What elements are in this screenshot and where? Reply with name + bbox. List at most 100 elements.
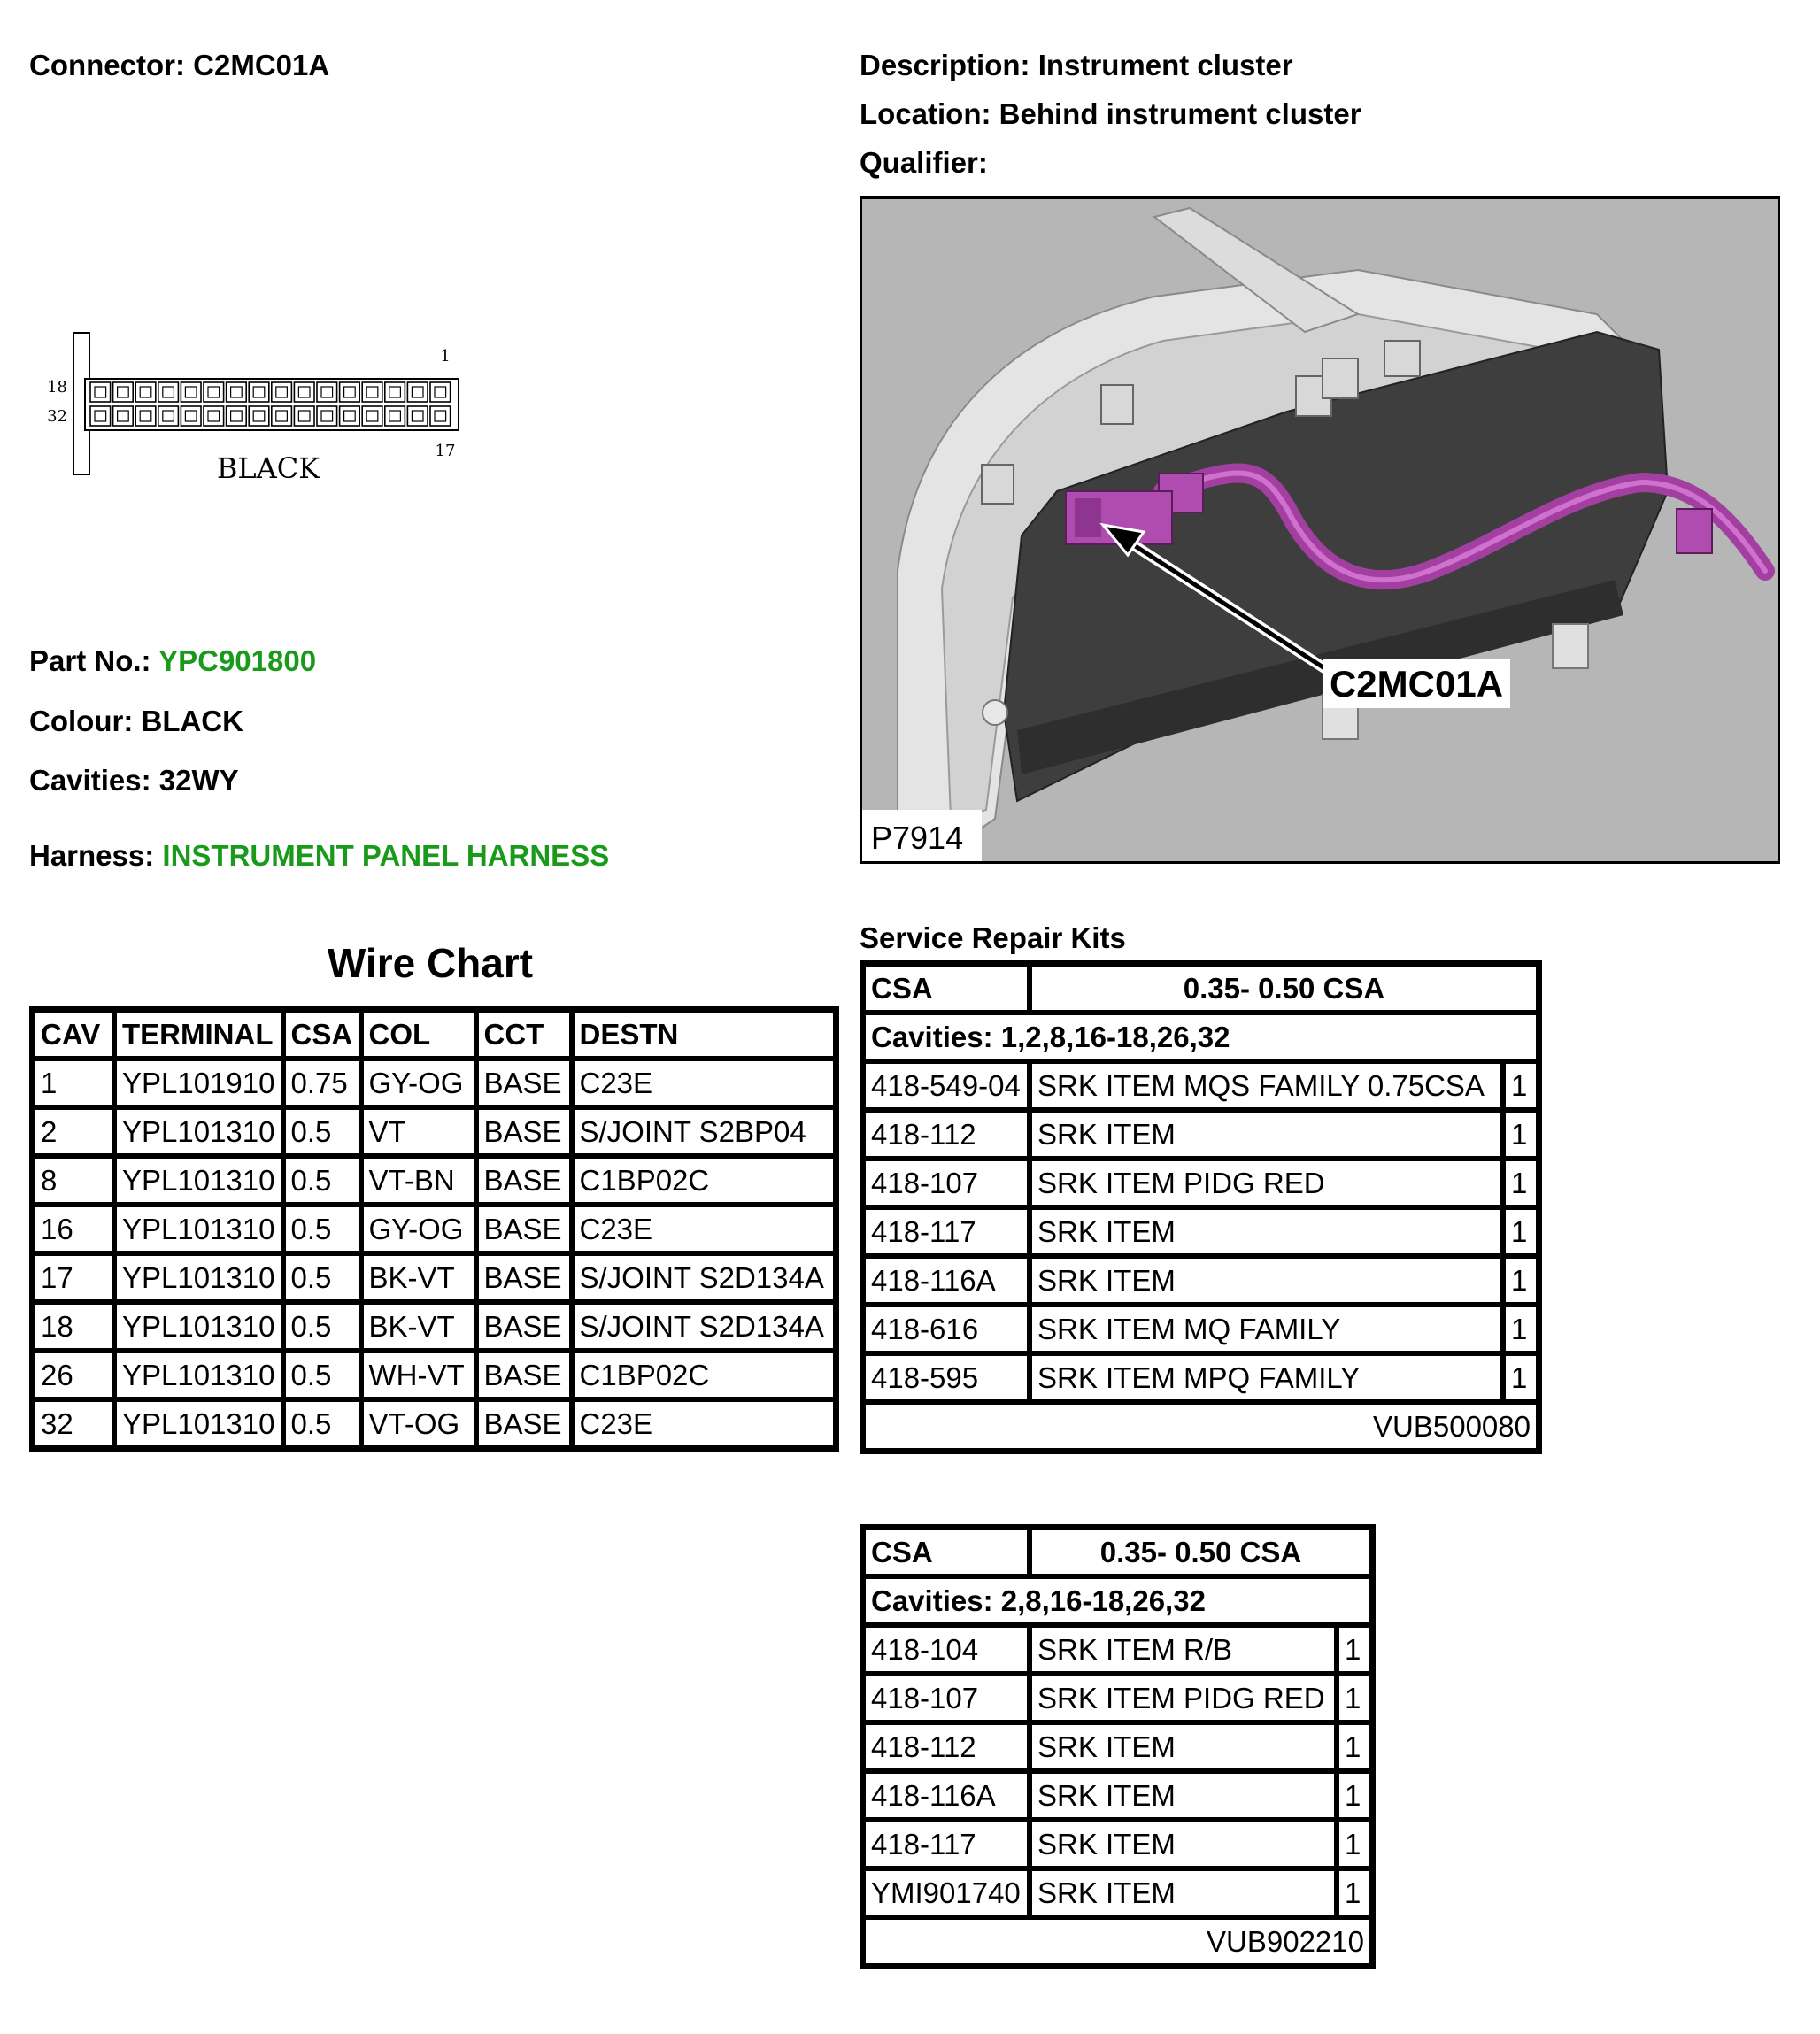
wire-chart-cell: 0.5 bbox=[282, 1351, 361, 1399]
description-line: Description: Instrument cluster bbox=[860, 48, 1293, 83]
wire-chart-header-cell: COL bbox=[360, 1010, 476, 1059]
kit-part-number: 418-616 bbox=[863, 1305, 1030, 1353]
part-no-label: Part No.: bbox=[29, 644, 151, 677]
connector-cavity-terminal bbox=[389, 386, 401, 398]
connector-cavity-terminal bbox=[184, 410, 197, 422]
location-line: Location: Behind instrument cluster bbox=[860, 96, 1361, 132]
wire-chart-cell: VT bbox=[360, 1107, 476, 1156]
kit-item-description: SRK ITEM R/B bbox=[1030, 1625, 1337, 1674]
kit-item-qty: 1 bbox=[1503, 1353, 1539, 1402]
connector-cavity bbox=[293, 381, 315, 403]
kit-footer-code: VUB500080 bbox=[863, 1402, 1539, 1451]
kit-footer-row: VUB902210 bbox=[863, 1917, 1372, 1966]
wire-chart-cell: 1 bbox=[33, 1059, 114, 1107]
connector-cavity-terminal bbox=[252, 410, 266, 422]
connector-cavity bbox=[361, 405, 383, 427]
kit-item-description: SRK ITEM bbox=[1030, 1256, 1503, 1305]
connector-cavity-terminal bbox=[207, 386, 220, 398]
kit-cavities: Cavities: 1,2,8,16-18,26,32 bbox=[863, 1013, 1539, 1061]
connector-cavity-terminal bbox=[275, 410, 288, 422]
wire-chart-cell: 0.5 bbox=[282, 1205, 361, 1253]
kit-part-number: 418-117 bbox=[863, 1820, 1030, 1868]
pin-label-17: 17 bbox=[436, 442, 456, 460]
connector-cavity-terminal bbox=[411, 410, 424, 422]
connector-cavity bbox=[406, 405, 428, 427]
kit-cavities-row: Cavities: 1,2,8,16-18,26,32 bbox=[863, 1013, 1539, 1061]
connector-heading: Connector: C2MC01A bbox=[29, 48, 329, 83]
connector-cavity bbox=[429, 405, 451, 427]
connector-cavity bbox=[248, 405, 270, 427]
wire-chart-cell: YPL101310 bbox=[114, 1205, 283, 1253]
diagram-colour-text: BLACK bbox=[217, 451, 320, 485]
kit-item-description: SRK ITEM MQ FAMILY bbox=[1030, 1305, 1503, 1353]
wire-chart-cell: YPL101310 bbox=[114, 1399, 283, 1448]
connector-cavity-terminal bbox=[434, 386, 447, 398]
wire-chart-title: Wire Chart bbox=[327, 940, 534, 986]
wire-chart-cell: BASE bbox=[475, 1205, 572, 1253]
wire-chart-cell: C23E bbox=[571, 1205, 836, 1253]
wire-chart-cell: BASE bbox=[475, 1302, 572, 1351]
wire-chart-cell: 0.75 bbox=[282, 1059, 361, 1107]
kit-footer-code: VUB902210 bbox=[863, 1917, 1372, 1966]
part-no-link[interactable]: YPC901800 bbox=[158, 644, 317, 677]
connector-cavity bbox=[293, 405, 315, 427]
description-value: Instrument cluster bbox=[1037, 49, 1293, 81]
wire-chart-cell: GY-OG bbox=[360, 1205, 476, 1253]
kit-item-qty: 1 bbox=[1503, 1061, 1539, 1110]
wire-chart-cell: S/JOINT S2D134A bbox=[571, 1302, 836, 1351]
cavities-label: Cavities: bbox=[29, 764, 151, 797]
kit-item-description: SRK ITEM PIDG RED bbox=[1030, 1159, 1503, 1207]
connector-cavity-terminal bbox=[275, 386, 288, 398]
kit-part-number: 418-104 bbox=[863, 1625, 1030, 1674]
kit-item-qty: 1 bbox=[1337, 1674, 1372, 1722]
kit-item-qty: 1 bbox=[1337, 1722, 1372, 1771]
wire-chart-cell: 0.5 bbox=[282, 1302, 361, 1351]
connector-cavity bbox=[112, 381, 134, 403]
kit-item-qty: 1 bbox=[1503, 1305, 1539, 1353]
kit-csa-label: CSA bbox=[863, 964, 1030, 1013]
connector-cavity-terminal bbox=[116, 386, 129, 398]
connector-cavity bbox=[158, 405, 180, 427]
connector-cavity bbox=[112, 405, 134, 427]
connector-cavity bbox=[203, 405, 225, 427]
wire-chart-cell: S/JOINT S2D134A bbox=[571, 1253, 836, 1302]
kit-part-number: 418-595 bbox=[863, 1353, 1030, 1402]
connector-cavity bbox=[270, 405, 293, 427]
wire-chart-cell: YPL101310 bbox=[114, 1351, 283, 1399]
colour-line: Colour: BLACK bbox=[29, 704, 243, 739]
connector-cavity-terminal bbox=[366, 410, 379, 422]
kit-part-number: 418-116A bbox=[863, 1256, 1030, 1305]
kit-part-number: YMI901740 bbox=[863, 1868, 1030, 1917]
connector-cavity-terminal bbox=[230, 386, 243, 398]
wire-chart-cell: YPL101310 bbox=[114, 1253, 283, 1302]
wire-chart-cell: 17 bbox=[33, 1253, 114, 1302]
wire-chart-header-cell: CAV bbox=[33, 1010, 114, 1059]
harness-label: Harness: bbox=[29, 839, 155, 872]
wire-chart-cell: YPL101310 bbox=[114, 1302, 283, 1351]
connector-cavity-terminal bbox=[94, 410, 107, 422]
connector-cavity bbox=[180, 405, 202, 427]
connector-cavity bbox=[361, 381, 383, 403]
connector-cavity-terminal bbox=[139, 386, 152, 398]
wire-chart-cell: S/JOINT S2BP04 bbox=[571, 1107, 836, 1156]
harness-link[interactable]: INSTRUMENT PANEL HARNESS bbox=[162, 839, 610, 872]
connector-cavity bbox=[406, 381, 428, 403]
kit-csa-value: 0.35- 0.50 CSA bbox=[1030, 964, 1539, 1013]
wire-chart-cell: BASE bbox=[475, 1107, 572, 1156]
kit-item-qty: 1 bbox=[1337, 1625, 1372, 1674]
